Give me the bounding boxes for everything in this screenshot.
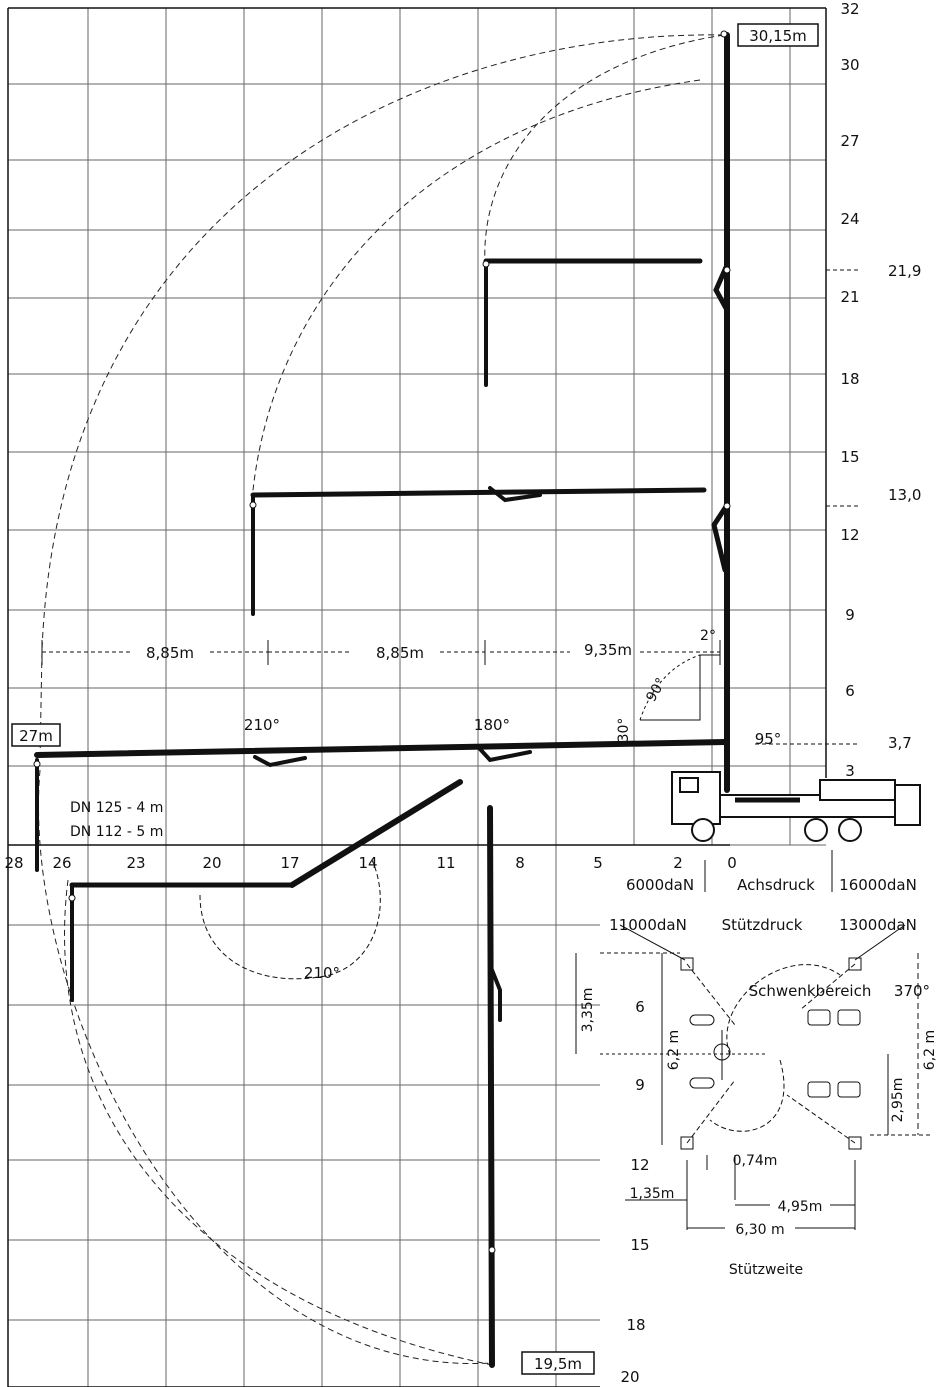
dim-6-30: 6,30 m bbox=[735, 1222, 784, 1238]
truck bbox=[671, 771, 921, 842]
reach-envelope bbox=[38, 34, 725, 1366]
right-axis-tick: 21 bbox=[840, 288, 859, 306]
right-axis-tick: 6 bbox=[845, 682, 855, 700]
pipe-dn112: DN 112 - 5 m bbox=[70, 824, 163, 840]
outrigger-load-label: Stützdruck bbox=[722, 916, 803, 934]
angle-95: 95° bbox=[755, 730, 782, 748]
angle-2: 2° bbox=[700, 628, 716, 644]
slew-range-label: Schwenkbereich bbox=[749, 982, 872, 1000]
frame bbox=[7, 7, 827, 1387]
dim-2-95: 2,95m bbox=[890, 1078, 906, 1123]
right-axis-tick: 3 bbox=[845, 762, 855, 780]
outrigger-span-label: Stützweite bbox=[729, 1262, 803, 1278]
lower-axis-tick: 6 bbox=[635, 998, 645, 1016]
lower-axis-tick: 12 bbox=[630, 1156, 649, 1174]
lower-axis-tick: 9 bbox=[635, 1076, 645, 1094]
max-depth-label: 19,5m bbox=[534, 1355, 582, 1373]
right-axis-tick: 30 bbox=[840, 56, 859, 74]
bottom-axis-tick: 28 bbox=[4, 854, 23, 872]
pipe-dn125: DN 125 - 4 m bbox=[70, 800, 163, 816]
outrigger-footprint bbox=[575, 850, 930, 1230]
height-marker-3-7: 3,7 bbox=[888, 734, 912, 752]
angle-90: 90° bbox=[643, 675, 669, 705]
angle-370: 370° bbox=[894, 982, 930, 1000]
angle-180: 180° bbox=[474, 716, 510, 734]
dim-6-2-right: 6,2 m bbox=[922, 1030, 938, 1070]
angle-210-low: 210° bbox=[304, 964, 340, 982]
dim-0-74: 0,74m bbox=[733, 1153, 778, 1169]
axle-load-left: 6000daN bbox=[626, 876, 694, 894]
lower-axis-tick: 15 bbox=[630, 1236, 649, 1254]
right-axis-tick: 15 bbox=[840, 448, 859, 466]
dim-8-85-left: 8,85m bbox=[146, 644, 194, 662]
height-marker-13-0: 13,0 bbox=[888, 486, 921, 504]
dim-4-95: 4,95m bbox=[778, 1199, 823, 1215]
bottom-axis-tick: 17 bbox=[280, 854, 299, 872]
axle-load-right: 16000daN bbox=[839, 876, 917, 894]
angle-30: 30° bbox=[616, 718, 632, 743]
height-marker-21-9: 21,9 bbox=[888, 262, 921, 280]
axle-load-label: Achsdruck bbox=[737, 876, 815, 894]
right-axis-tick: 18 bbox=[840, 370, 859, 388]
bottom-axis-tick: 8 bbox=[515, 854, 525, 872]
boxed-labels bbox=[11, 23, 819, 1375]
dim-3-35: 3,35m bbox=[580, 988, 596, 1033]
grid bbox=[7, 7, 826, 1387]
right-axis-tick: 12 bbox=[840, 526, 859, 544]
pivot-dots bbox=[33, 30, 731, 1254]
right-axis-tick: 9 bbox=[845, 606, 855, 624]
dim-1-35: 1,35m bbox=[630, 1186, 675, 1202]
bottom-axis-tick: 14 bbox=[358, 854, 377, 872]
lower-axis-tick: 20 bbox=[620, 1368, 639, 1386]
max-height-label: 30,15m bbox=[749, 27, 807, 45]
dim-8-85-mid: 8,85m bbox=[376, 644, 424, 662]
bottom-axis-tick: 11 bbox=[436, 854, 455, 872]
outrigger-load-right: 13000daN bbox=[839, 916, 917, 934]
bottom-axis-tick: 5 bbox=[593, 854, 603, 872]
bottom-axis-tick: 23 bbox=[126, 854, 145, 872]
dimension-lines bbox=[41, 269, 860, 1132]
dim-6-2-left: 6,2 m bbox=[666, 1030, 682, 1070]
bottom-axis-tick: 20 bbox=[202, 854, 221, 872]
right-axis-tick: 27 bbox=[840, 132, 859, 150]
lower-axis-tick: 18 bbox=[626, 1316, 645, 1334]
bottom-axis-tick: 26 bbox=[52, 854, 71, 872]
bottom-axis-tick: 2 bbox=[673, 854, 683, 872]
right-axis-tick: 24 bbox=[840, 210, 859, 228]
bottom-axis-tick: 0 bbox=[727, 854, 737, 872]
right-axis-tick: 32 bbox=[840, 0, 859, 18]
boom-positions bbox=[34, 32, 730, 1368]
dim-9-35: 9,35m bbox=[584, 641, 632, 659]
angle-210-top: 210° bbox=[244, 716, 280, 734]
max-reach-label: 27m bbox=[19, 727, 53, 745]
outrigger-load-left: 11000daN bbox=[609, 916, 687, 934]
